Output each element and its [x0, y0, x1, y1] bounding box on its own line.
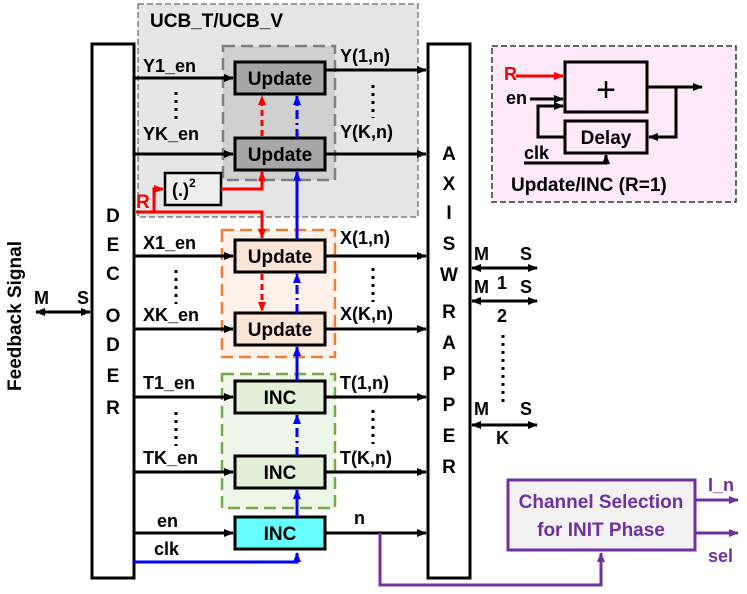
signal-x1-en: X1_en [143, 233, 196, 253]
decoder-letter: C [106, 264, 120, 285]
signal-y1-en: Y1_en [143, 56, 196, 76]
output-signals [325, 66, 427, 537]
legend-r: R [504, 64, 517, 84]
output-n: n [354, 508, 365, 528]
update-block-xk: Update [233, 311, 327, 347]
decoder-block [90, 42, 136, 580]
legend-delay [563, 119, 649, 155]
legend-caption: Update/INC (R=1) [511, 175, 667, 196]
axis-letter: P [443, 364, 456, 385]
axis-wrapper-block [426, 42, 472, 580]
axis-letter: I [446, 203, 451, 224]
update-yk-label: Update [248, 145, 312, 166]
channel-selection-wires [378, 496, 739, 587]
signal-en: en [157, 511, 178, 531]
channel-out-sel: sel [708, 546, 733, 566]
axis-letter: W [440, 265, 458, 286]
legend-wires [524, 83, 703, 165]
axis-letter: X [443, 174, 456, 195]
decoder-letter: D [106, 335, 120, 356]
square-label: (.)2 [172, 176, 196, 200]
port2-idx: 2 [497, 306, 507, 326]
port2-s: S [520, 277, 532, 297]
update-block-yk: Update [233, 136, 327, 172]
output-yk: Y(K,n) [340, 122, 393, 142]
port1-m: M [474, 244, 489, 264]
inc-n-label: INC [264, 524, 297, 545]
axis-ports [471, 264, 538, 429]
square-base: (.) [172, 180, 189, 200]
channel-out-in: I_n [708, 475, 734, 495]
feedback-signal-label: Feedback Signal [5, 241, 26, 391]
decoder-letter: E [107, 235, 120, 256]
feedback-s-label: S [77, 288, 89, 308]
axis-letter: P [443, 395, 456, 416]
update-x1-label: Update [248, 247, 312, 268]
signal-clk: clk [154, 539, 180, 559]
axis-letter: S [443, 234, 456, 255]
inc-tk-label: INC [264, 463, 297, 484]
output-xk: X(K,n) [340, 304, 393, 324]
axis-letter: A [442, 333, 456, 354]
inc-block-tk: INC [233, 454, 327, 490]
feedback-m-label: M [34, 288, 49, 308]
axis-letter: A [442, 144, 456, 165]
inc-t1-label: INC [264, 388, 297, 409]
input-signals [134, 74, 234, 537]
decoder-letter: D [106, 206, 120, 227]
channel-selection-line1: Channel Selection [519, 492, 684, 513]
update-block-x1: Update [233, 238, 327, 274]
portk-idx: K [496, 428, 509, 448]
axis-wrapper-label: A X I S W R A P P E R [440, 144, 458, 478]
square-block: (.)2 [163, 171, 223, 207]
decoder-label: D E C O D E R [106, 206, 121, 419]
axis-letter: R [442, 302, 456, 323]
update-y1-label: Update [248, 69, 312, 90]
clk-wire [134, 552, 301, 564]
output-t1: T(1,n) [340, 373, 389, 393]
legend-clk: clk [524, 143, 550, 163]
output-y1: Y(1,n) [340, 46, 390, 66]
update-block-y1: Update [233, 60, 327, 96]
signal-xk-en: XK_en [143, 305, 199, 325]
signal-t1-en: T1_en [143, 373, 195, 393]
signal-tk-en: TK_en [143, 448, 198, 468]
decoder-letter: O [106, 306, 121, 327]
signal-r: R [136, 192, 150, 213]
decoder-letter: E [107, 366, 120, 387]
output-tk: T(K,n) [340, 448, 392, 468]
axis-letter: E [443, 426, 456, 447]
legend-delay-label: Delay [581, 128, 632, 149]
update-xk-label: Update [248, 320, 312, 341]
decoder-letter: R [106, 398, 120, 419]
legend-plus: + [596, 71, 616, 109]
inc-block-t1: INC [233, 379, 327, 415]
inc-block-n: INC [233, 515, 327, 551]
port1-s: S [520, 244, 532, 264]
legend-en: en [506, 88, 527, 108]
portk-s: S [520, 399, 532, 419]
r-signal-path [136, 95, 266, 312]
portk-m: M [474, 399, 489, 419]
channel-selection-line2: for INIT Phase [537, 520, 665, 541]
output-x1: X(1,n) [340, 228, 390, 248]
port2-m: M [474, 277, 489, 297]
axis-letter: R [442, 457, 456, 478]
square-exp: 2 [189, 176, 196, 190]
channel-selection-block [506, 478, 697, 552]
port1-idx: 1 [497, 273, 507, 293]
signal-yk-en: YK_en [143, 124, 199, 144]
ucb-group-title: UCB_T/UCB_V [150, 11, 283, 32]
